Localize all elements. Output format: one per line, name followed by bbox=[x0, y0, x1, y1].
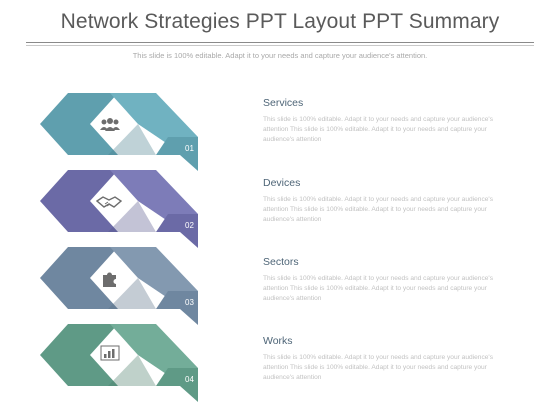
item-description: This slide is 100% editable. Adapt it to… bbox=[263, 196, 493, 223]
slide-subtitle: This slide is 100% editable. Adapt it to… bbox=[132, 51, 428, 60]
title-divider-light bbox=[26, 45, 534, 46]
slide-title: Network Strategies PPT Layout PPT Summar… bbox=[60, 10, 500, 33]
item-title-sectors: Sectors bbox=[263, 256, 299, 268]
item-description: This slide is 100% editable. Adapt it to… bbox=[263, 116, 493, 143]
arrow-head bbox=[156, 137, 198, 171]
arrow-bottom bbox=[108, 124, 156, 155]
step-graphic-4: 04 bbox=[38, 324, 210, 402]
handshake-icon bbox=[96, 196, 122, 208]
step-graphic-2: 02 bbox=[38, 170, 210, 248]
step-graphic-3: 03 bbox=[38, 247, 210, 325]
bar-chart-icon bbox=[100, 345, 120, 361]
step-number: 04 bbox=[185, 375, 194, 384]
step-number: 02 bbox=[185, 221, 194, 230]
step-number: 01 bbox=[185, 144, 194, 153]
step-graphic-1: 01 bbox=[38, 93, 210, 171]
item-description: This slide is 100% editable. Adapt it to… bbox=[263, 354, 493, 381]
people-icon bbox=[100, 118, 120, 131]
arrow-left-half bbox=[40, 93, 118, 155]
step-number: 03 bbox=[185, 298, 194, 307]
title-divider bbox=[26, 42, 534, 43]
puzzle-icon bbox=[103, 272, 116, 287]
item-title-services: Services bbox=[263, 97, 304, 109]
item-title-devices: Devices bbox=[263, 177, 301, 189]
item-title-works: Works bbox=[263, 335, 293, 347]
item-description: This slide is 100% editable. Adapt it to… bbox=[263, 275, 493, 302]
